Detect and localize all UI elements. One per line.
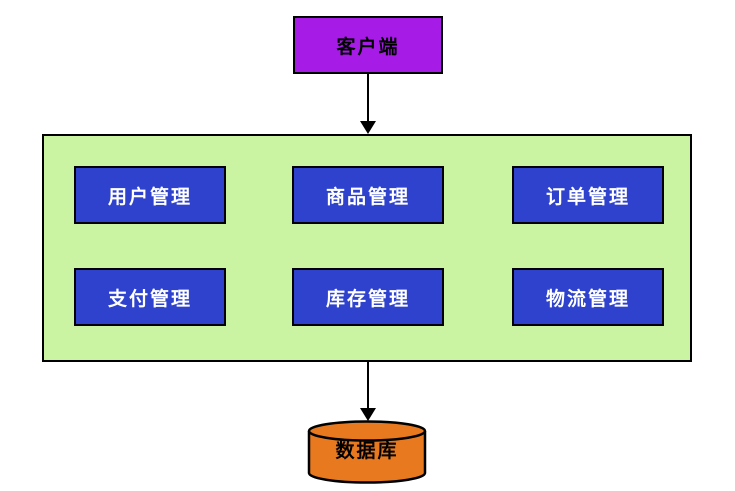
module-node-logistics-management: 物流管理 bbox=[512, 268, 664, 326]
modules-container: 用户管理 商品管理 订单管理 支付管理 库存管理 物流管理 bbox=[42, 134, 692, 362]
module-label: 订单管理 bbox=[545, 185, 630, 208]
arrow-modules-to-database-head-icon bbox=[360, 408, 376, 421]
module-node-payment-management: 支付管理 bbox=[74, 268, 226, 326]
arrow-client-to-modules-line bbox=[367, 74, 369, 122]
module-node-order-management: 订单管理 bbox=[512, 166, 664, 224]
module-label: 用户管理 bbox=[107, 185, 192, 208]
arrow-client-to-modules-head-icon bbox=[360, 121, 376, 134]
client-node: 客户端 bbox=[293, 16, 443, 74]
database-node: 数据库 bbox=[307, 418, 427, 486]
database-cylinder-icon bbox=[307, 420, 427, 484]
module-node-product-management: 商品管理 bbox=[292, 166, 444, 224]
module-node-inventory-management: 库存管理 bbox=[292, 268, 444, 326]
module-node-user-management: 用户管理 bbox=[74, 166, 226, 224]
arrow-modules-to-database-line bbox=[367, 362, 369, 409]
client-node-label: 客户端 bbox=[336, 35, 400, 58]
module-label: 库存管理 bbox=[325, 287, 410, 310]
database-node-label: 数据库 bbox=[335, 440, 399, 462]
module-label: 物流管理 bbox=[545, 287, 630, 310]
module-label: 商品管理 bbox=[325, 185, 410, 208]
module-label: 支付管理 bbox=[107, 287, 192, 310]
